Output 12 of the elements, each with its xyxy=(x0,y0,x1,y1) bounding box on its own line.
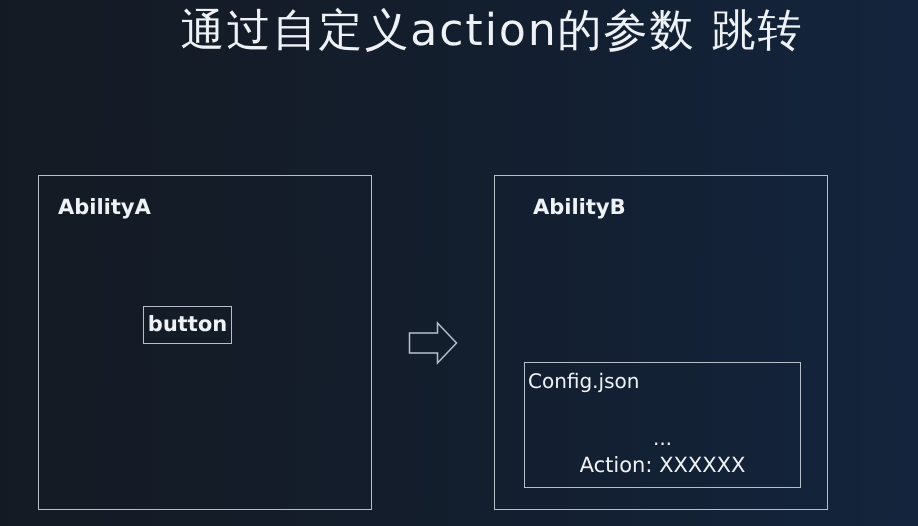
title: 通过自定义action的参数 跳转 xyxy=(180,6,804,57)
config-entry: Action: XXXXXX xyxy=(580,453,746,478)
container-title: AbilityA xyxy=(58,195,151,220)
block-arrow xyxy=(408,321,458,365)
container-box xyxy=(494,175,828,510)
ellipsis-text: ... xyxy=(652,427,672,450)
button-box xyxy=(143,306,232,344)
container-title: AbilityB xyxy=(533,195,626,220)
container-box xyxy=(38,175,372,510)
button-label: button xyxy=(148,312,228,336)
file-name: Config.json xyxy=(528,370,640,393)
file-box xyxy=(524,362,801,488)
